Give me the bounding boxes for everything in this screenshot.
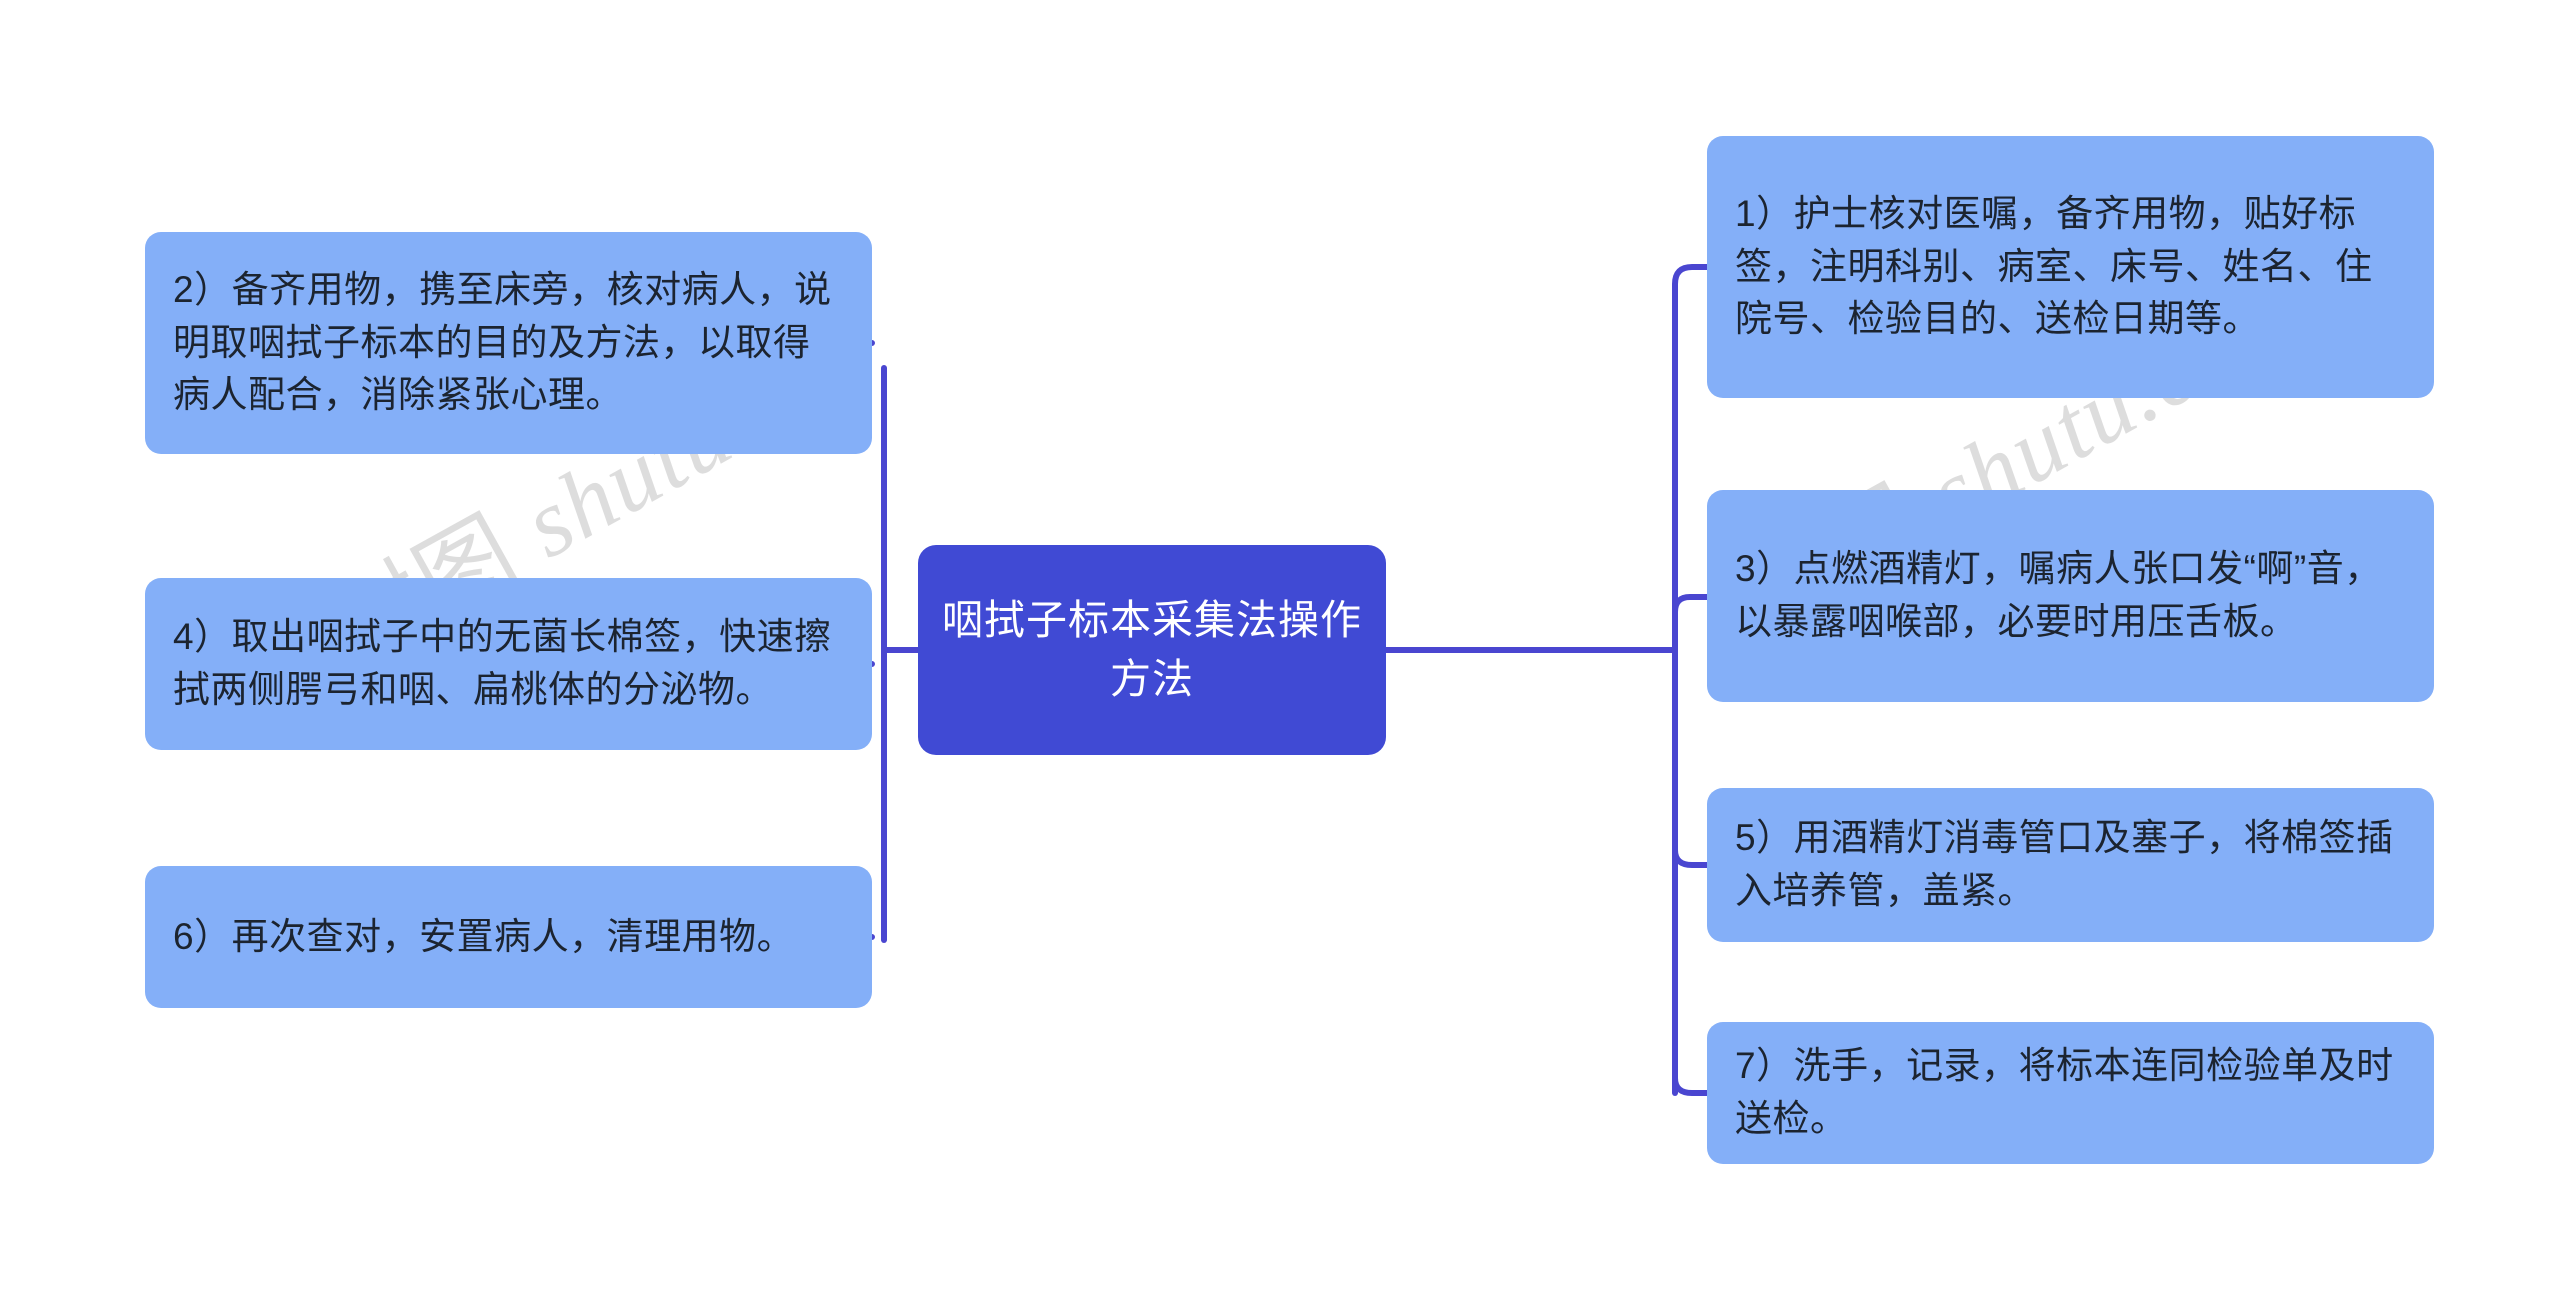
right-branch-0 xyxy=(1672,264,1710,298)
node-label: 6）再次查对，安置病人，清理用物。 xyxy=(173,915,795,957)
node-label: 4）取出咽拭子中的无菌长棉签，快速擦拭两侧腭弓和咽、扁桃体的分泌物。 xyxy=(173,616,832,710)
node-label: 2）备齐用物，携至床旁，核对病人，说明取咽拭子标本的目的及方法，以取得病人配合，… xyxy=(173,269,832,416)
right-branch-2 xyxy=(1672,847,1710,883)
root-label: 咽拭子标本采集法操作方法 xyxy=(942,596,1362,702)
mindmap-node-right-step-5[interactable]: 5）用酒精灯消毒管口及塞子，将棉签插入培养管，盖紧。 xyxy=(1707,788,2434,942)
mindmap-node-left-step-2[interactable]: 2）备齐用物，携至床旁，核对病人，说明取咽拭子标本的目的及方法，以取得病人配合，… xyxy=(145,232,872,454)
mindmap-node-right-step-3[interactable]: 3）点燃酒精灯，嘱病人张口发“啊”音，以暴露咽喉部，必要时用压舌板。 xyxy=(1707,490,2434,702)
mindmap-node-left-step-6[interactable]: 6）再次查对，安置病人，清理用物。 xyxy=(145,866,872,1008)
node-label: 7）洗手，记录，将标本连同检验单及时送检。 xyxy=(1735,1045,2394,1139)
right-branch-3 xyxy=(1672,1075,1710,1096)
mindmap-node-left-step-4[interactable]: 4）取出咽拭子中的无菌长棉签，快速擦拭两侧腭弓和咽、扁桃体的分泌物。 xyxy=(145,578,872,750)
mindmap-node-right-step-7[interactable]: 7）洗手，记录，将标本连同检验单及时送检。 xyxy=(1707,1022,2434,1164)
node-label: 3）点燃酒精灯，嘱病人张口发“啊”音，以暴露咽喉部，必要时用压舌板。 xyxy=(1735,548,2382,642)
right-branch-1 xyxy=(1672,594,1710,615)
node-label: 1）护士核对医嘱，备齐用物，贴好标签，注明科别、病室、床号、姓名、住院号、检验目… xyxy=(1735,193,2373,340)
mindmap-node-right-step-1[interactable]: 1）护士核对医嘱，备齐用物，贴好标签，注明科别、病室、床号、姓名、住院号、检验目… xyxy=(1707,136,2434,398)
node-label: 5）用酒精灯消毒管口及塞子，将棉签插入培养管，盖紧。 xyxy=(1735,817,2394,911)
mindmap-root-node[interactable]: 咽拭子标本采集法操作方法 xyxy=(918,545,1386,755)
